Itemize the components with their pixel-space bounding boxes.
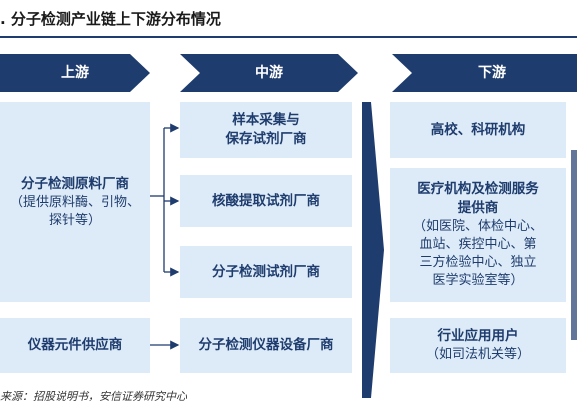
universities-title: 高校、科研机构	[430, 121, 526, 138]
stage-midstream-label: 中游	[255, 65, 283, 81]
stage-downstream: 下游	[392, 54, 577, 92]
midstream-detection-instruments-box: 分子检测仪器设备厂商	[180, 318, 352, 373]
raw-materials-detail-2: 探针等）	[48, 212, 101, 228]
downstream-universities-box: 高校、科研机构	[390, 102, 566, 158]
downstream-medical-box: 医疗机构及检测服务 提供商 （如医院、体检中心、 血站、疾控中心、第 三方检验中…	[390, 168, 566, 302]
midstream-nucleic-extraction-box: 核酸提取试剂厂商	[180, 175, 352, 227]
title-divider	[0, 36, 577, 38]
downstream-industry-box: 行业应用用户 （如司法机关等）	[390, 318, 566, 373]
medical-detail-1: （如医院、体检中心、	[412, 219, 543, 234]
medical-line-2: 提供商	[457, 200, 499, 216]
upstream-to-midstream-bracket	[150, 123, 180, 350]
stage-downstream-label: 下游	[478, 65, 506, 81]
raw-materials-title: 分子检测原料厂商	[21, 175, 129, 192]
upstream-raw-materials-box: 分子检测原料厂商 （提供原料酶、引物、 探针等）	[0, 102, 150, 302]
figure-title: . 分子检测产业链上下游分布情况	[0, 10, 221, 28]
medical-detail-4: 医学实验室等）	[432, 273, 524, 288]
nucleic-extraction-title: 核酸提取试剂厂商	[212, 192, 320, 209]
industry-title: 行业应用用户	[437, 328, 519, 344]
sample-collection-line-2: 保存试剂厂商	[225, 131, 307, 147]
downstream-chevron-shape	[392, 54, 577, 92]
industry-detail: （如司法机关等）	[425, 347, 530, 362]
stage-midstream: 中游	[180, 54, 358, 92]
upstream-chevron-shape	[0, 54, 150, 92]
midstream-detection-reagents-box: 分子检测试剂厂商	[180, 246, 352, 298]
detection-instruments-title: 分子检测仪器设备厂商	[198, 337, 334, 353]
raw-materials-detail-1: （提供原料酶、引物、	[9, 194, 140, 210]
stage-upstream-label: 上游	[61, 65, 89, 81]
upstream-instrument-parts-box: 仪器元件供应商	[0, 318, 150, 373]
midstream-to-downstream-arrow	[362, 102, 384, 398]
stage-upstream: 上游	[0, 54, 150, 92]
medical-detail-3: 三方检验中心、独立	[419, 255, 537, 270]
midstream-chevron-shape	[180, 54, 358, 92]
instrument-parts-title: 仪器元件供应商	[27, 337, 123, 353]
medical-line-1: 医疗机构及检测服务	[417, 181, 539, 197]
sample-collection-line-1: 样本采集与	[232, 112, 300, 128]
source-note: 来源：招股说明书，安信证券研究中心	[0, 390, 187, 403]
medical-detail-2: 血站、疾控中心、第	[419, 237, 537, 252]
midstream-sample-collection-box: 样本采集与 保存试剂厂商	[180, 102, 352, 158]
detection-reagents-title: 分子检测试剂厂商	[212, 263, 320, 280]
downstream-edge-arrow	[571, 150, 577, 340]
